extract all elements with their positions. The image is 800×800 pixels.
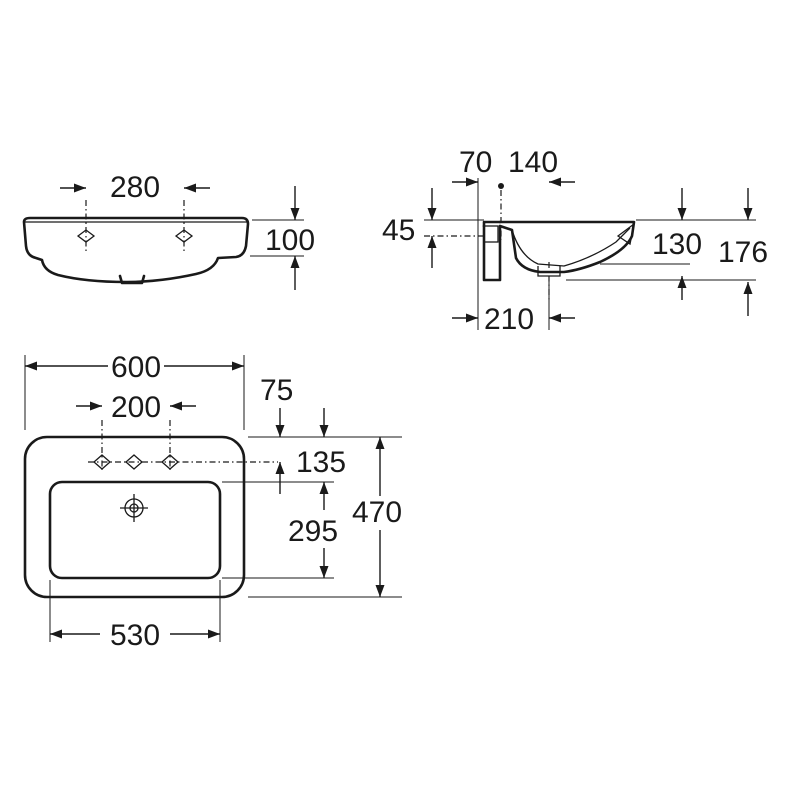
plan-basin-outline	[23, 435, 246, 599]
dim-label-70: 70	[459, 146, 492, 179]
front-tap-hole-left	[76, 200, 96, 252]
dim-label-200: 200	[111, 391, 161, 424]
dim-label-75: 75	[260, 374, 293, 407]
front-tap-hole-right	[174, 200, 194, 252]
dim-label-295: 295	[288, 515, 338, 548]
dim-label-176: 176	[718, 236, 768, 269]
dim-label-45: 45	[382, 214, 415, 247]
dim-label-600: 600	[111, 351, 161, 384]
dim-label-100: 100	[265, 224, 315, 257]
plan-drain	[120, 494, 148, 522]
dim-label-210: 210	[484, 303, 534, 336]
front-view: 280 100	[22, 171, 315, 290]
dim-label-280: 280	[110, 171, 160, 204]
side-view: 70 140 45 130 176 210	[382, 146, 768, 336]
dim-label-470: 470	[352, 496, 402, 529]
dim-label-530: 530	[110, 619, 160, 652]
side-basin-outline	[482, 220, 636, 282]
plan-bowl-outline	[48, 480, 222, 580]
plan-view: 600 200 75 135 295 470	[23, 351, 402, 652]
plan-tap-holes	[88, 420, 278, 470]
front-basin-outline	[22, 216, 250, 284]
dim-label-135: 135	[296, 446, 346, 479]
dim-label-140: 140	[508, 146, 558, 179]
dim-label-130: 130	[652, 228, 702, 261]
